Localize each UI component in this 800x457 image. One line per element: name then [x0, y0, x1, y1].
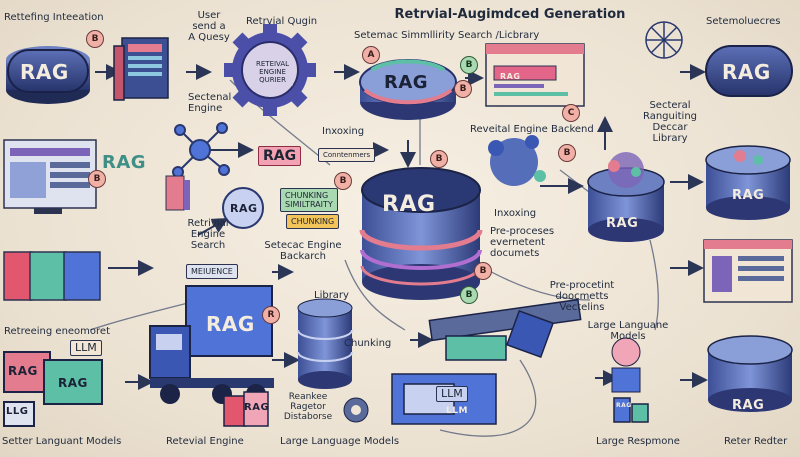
label-bottom-llm: Large Language Models — [280, 436, 400, 447]
label-preprocetint: Pre-procetint doocmetts Vectelins — [549, 280, 615, 313]
label-setecac-backarch: Setecac Engine Backarch — [264, 240, 342, 262]
badge-b7: B — [430, 150, 448, 168]
badge-b2: A — [362, 46, 380, 64]
badge-b10: B — [474, 262, 492, 280]
badge-b8: B — [558, 144, 576, 162]
rag-disc-center-top — [359, 59, 457, 120]
rag-label-right-disc: RAG — [606, 216, 639, 231]
database-stack-center — [359, 167, 483, 300]
llm-label-left: LLM — [70, 340, 102, 356]
neural-node-icon — [172, 122, 230, 178]
badge-b4: B — [454, 80, 472, 98]
label-retrieval-search: Retrivial Engine Search — [187, 218, 229, 251]
tag-engine-quer: RETEIVAL ENGINE QURIER — [252, 58, 294, 86]
small-gear-icon — [343, 397, 369, 423]
badge-b1: B — [86, 30, 104, 48]
badge-b12: C — [562, 104, 580, 122]
rag-drum-bottom-right — [707, 335, 793, 412]
badge-b11: B — [460, 286, 478, 304]
tag-chunking-similarity: CHUNKING SIMILTRAITY — [280, 188, 338, 212]
rag-label-right-drum: RAG — [732, 188, 765, 203]
rag-label-mid-circle: RAG — [230, 202, 258, 215]
label-library: Library — [314, 290, 349, 301]
arrow-icon — [197, 218, 229, 236]
llm-label-box: LLG — [6, 406, 29, 417]
rag-drum-right-mid — [587, 152, 665, 242]
rag-drum-right-stack — [705, 145, 791, 220]
arrow-icons — [95, 64, 708, 390]
llm-label-bottom: LLM — [436, 386, 468, 402]
colored-blocks-left — [3, 251, 101, 301]
circuit-board-icon — [391, 298, 582, 425]
window-icon-right — [703, 239, 793, 303]
rag-label-left-small: RAG — [102, 152, 147, 173]
badge-b9: R — [262, 306, 280, 324]
book-stack-icon — [113, 37, 169, 101]
label-engine-backend: Reveital Engine Backend — [470, 124, 594, 135]
rag-pill-right — [705, 45, 793, 97]
rag-label-right-pill: RAG — [722, 60, 771, 84]
pink-cube-icon — [223, 391, 269, 427]
label-bottom-engine: Retevial Engine — [166, 436, 244, 447]
badge-b6: B — [334, 172, 352, 190]
label-intro: Rettefing Inteeation — [4, 12, 104, 23]
label-bottom-response: Large Respmone — [596, 436, 680, 447]
label-bottom-right: Reter Redter — [724, 436, 788, 447]
badge-b5: B — [88, 170, 106, 188]
label-preprocess-docs: Pre-proceses evernetent documets — [490, 226, 555, 259]
label-sectional-engine: Sectenal Engine — [188, 92, 232, 114]
label-retrieval-qugin: Retrvial Qugin — [246, 16, 318, 27]
rag-label-box2: RAG — [58, 376, 88, 390]
rag-label-center-mid: RAG — [382, 192, 436, 217]
rag-pink-tag: RAG — [258, 146, 302, 166]
label-llm-models: Large Languane Models — [587, 320, 669, 342]
small-drums-icon — [613, 397, 649, 423]
rag-label-center-top: RAG — [384, 72, 429, 93]
rag-label-pink-cube: RAG — [244, 402, 270, 413]
rag-pill-left — [6, 46, 90, 104]
rag-label-small-drum: RAG — [616, 402, 632, 409]
robot-figure-icon — [611, 337, 641, 393]
badge-b3: B — [460, 56, 478, 74]
tag-containers: Conntenmers — [318, 148, 376, 162]
page-subtitle: Setemac Simmllirity Search /Licbrary — [354, 30, 540, 41]
tag-chunking: CHUNKING — [286, 214, 340, 229]
label-chunking: Chunking — [344, 338, 392, 349]
splash-icon — [488, 135, 546, 186]
llm-label-center: LLM — [446, 406, 468, 416]
rag-label-bottom-right: RAG — [732, 398, 765, 413]
label-inxoxing-mid: Inxoxing — [494, 208, 537, 219]
browser-window-icon — [485, 43, 585, 107]
rag-boxes-bottom-left — [3, 351, 103, 427]
label-bottom-left: Setter Languant Models — [2, 436, 122, 447]
page-title: Retrvial-Augimdced Generation — [394, 7, 626, 22]
monitor-icon-left — [3, 139, 97, 214]
label-user-query: User send a A Quesy — [188, 10, 230, 43]
rag-label-left-pill: RAG — [20, 60, 69, 84]
rag-label-box1: RAG — [8, 364, 38, 378]
rag-label-truck: RAG — [206, 312, 255, 336]
truck-icon — [149, 285, 274, 404]
tag-mmuence: MEIUENCE — [186, 264, 238, 279]
label-retrieving: Retreeing eneomoret — [4, 326, 110, 337]
chunking-cluster-icon — [165, 175, 264, 229]
label-reankee: Reankee Ragetor Distaborse — [283, 392, 333, 422]
label-top-right: Setemoluecres — [706, 16, 781, 27]
network-globe-icon — [645, 21, 683, 59]
rag-label-monitor: RAG — [500, 72, 521, 81]
label-inxoxing-top: Inxoxing — [322, 126, 365, 137]
label-sectoral-library: Secteral Ranguiting Deccar Library — [642, 100, 698, 144]
database-cylinder-icon — [297, 298, 353, 389]
